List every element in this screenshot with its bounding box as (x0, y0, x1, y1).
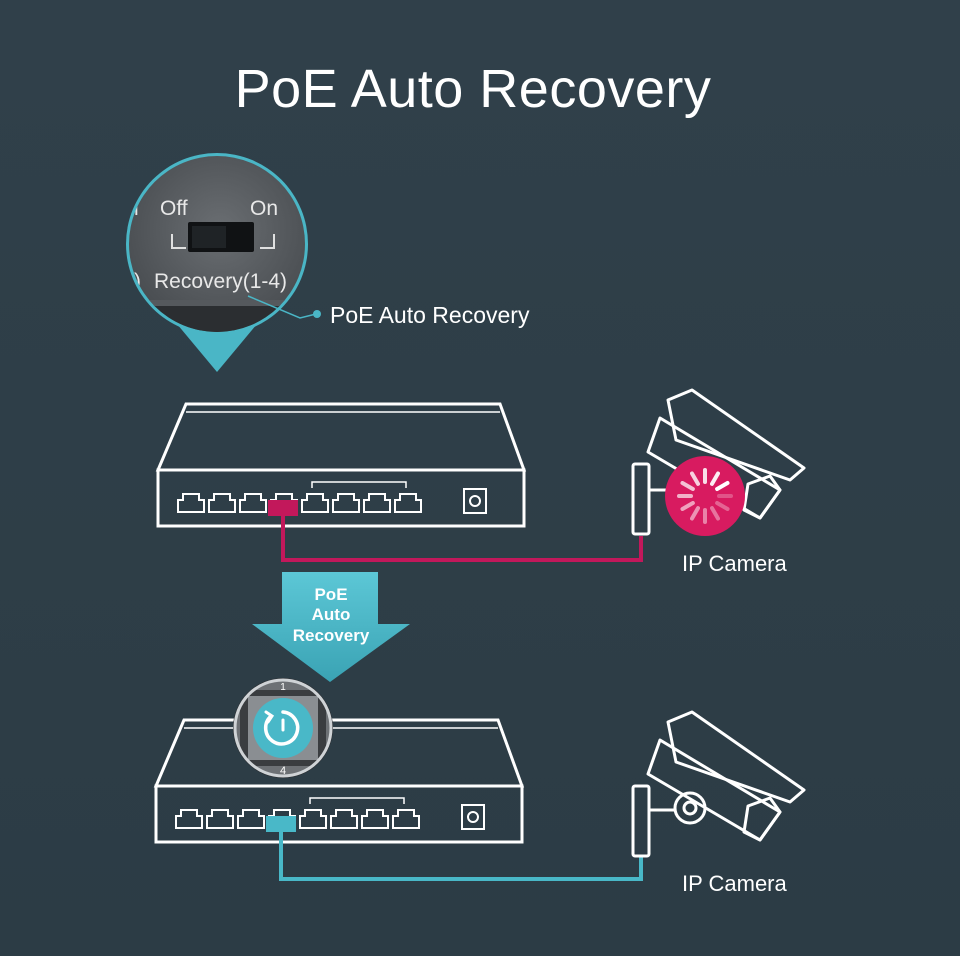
switch-top-power (463, 488, 487, 514)
switch-top-lid (155, 402, 527, 472)
switch-bottom-lid (153, 718, 525, 788)
ethernet-port (361, 809, 389, 829)
refresh-icon (263, 710, 300, 746)
fault-badge (665, 456, 745, 536)
dip-switch-knob (192, 226, 226, 248)
camera-bottom-mount (631, 784, 651, 858)
reboot-spinner-icon (677, 468, 733, 524)
ethernet-port (237, 809, 265, 829)
camera-top-label: IP Camera (682, 551, 788, 576)
callout-text: PoE Auto Recovery (330, 302, 530, 328)
arrow-line-3: Recovery (293, 626, 370, 645)
camera-top-mount (631, 462, 651, 536)
top-active-port (268, 500, 298, 516)
camera-bottom (631, 710, 806, 858)
bottom-active-port (266, 816, 296, 832)
camera-bottom-hood (666, 710, 806, 804)
switch-bottom-power (461, 804, 485, 830)
spinner-tick (710, 471, 720, 486)
spinner-tick (680, 501, 695, 511)
camera-bottom-label: IP Camera (682, 871, 788, 896)
arrow-line-2: Auto (312, 605, 351, 624)
ethernet-port (394, 493, 422, 513)
switch-top (155, 402, 527, 528)
badge-top-number: 1 (280, 682, 286, 693)
zoom-callout: Off On ) Recovery(1-4) l PoE Auto Recove… (126, 153, 530, 372)
ethernet-port (299, 809, 327, 829)
ethernet-port (330, 809, 358, 829)
callout-leader (247, 295, 317, 319)
ethernet-port (208, 493, 236, 513)
link-cable-bottom (279, 832, 643, 881)
spinner-tick (680, 481, 695, 491)
spinner-tick (690, 471, 700, 486)
switch-top-ports (177, 493, 422, 513)
page-title: PoE Auto Recovery (234, 59, 712, 119)
switch-on-label: On (250, 197, 278, 220)
spinner-tick (690, 506, 700, 521)
ethernet-port (392, 809, 420, 829)
switch-off-label: Off (160, 197, 188, 220)
ethernet-port (239, 493, 267, 513)
arrow-line-1: PoE (314, 585, 347, 604)
ethernet-port (177, 493, 205, 513)
callout-dot (313, 310, 321, 318)
camera-top-hood (666, 388, 806, 482)
camera-top: IP Camera (631, 388, 806, 576)
ethernet-port (301, 493, 329, 513)
switch-top-front (156, 468, 526, 528)
switch-bottom-ports (175, 809, 420, 829)
ethernet-port (206, 809, 234, 829)
spinner-tick (715, 481, 730, 491)
link-cable-top (281, 516, 643, 562)
ethernet-port (332, 493, 360, 513)
ethernet-port (175, 809, 203, 829)
switch-bottom (153, 718, 525, 844)
svg-text:): ) (134, 270, 141, 293)
recovery-arrow: PoE Auto Recovery (252, 572, 410, 682)
spinner-tick (715, 501, 730, 511)
switch-recovery-label: Recovery(1-4) (154, 270, 287, 293)
recovery-badge: 1 4 (233, 678, 333, 778)
badge-bottom-number: 4 (280, 765, 286, 777)
spinner-tick (710, 506, 720, 521)
ethernet-port (363, 493, 391, 513)
switch-bottom-front (154, 784, 524, 844)
